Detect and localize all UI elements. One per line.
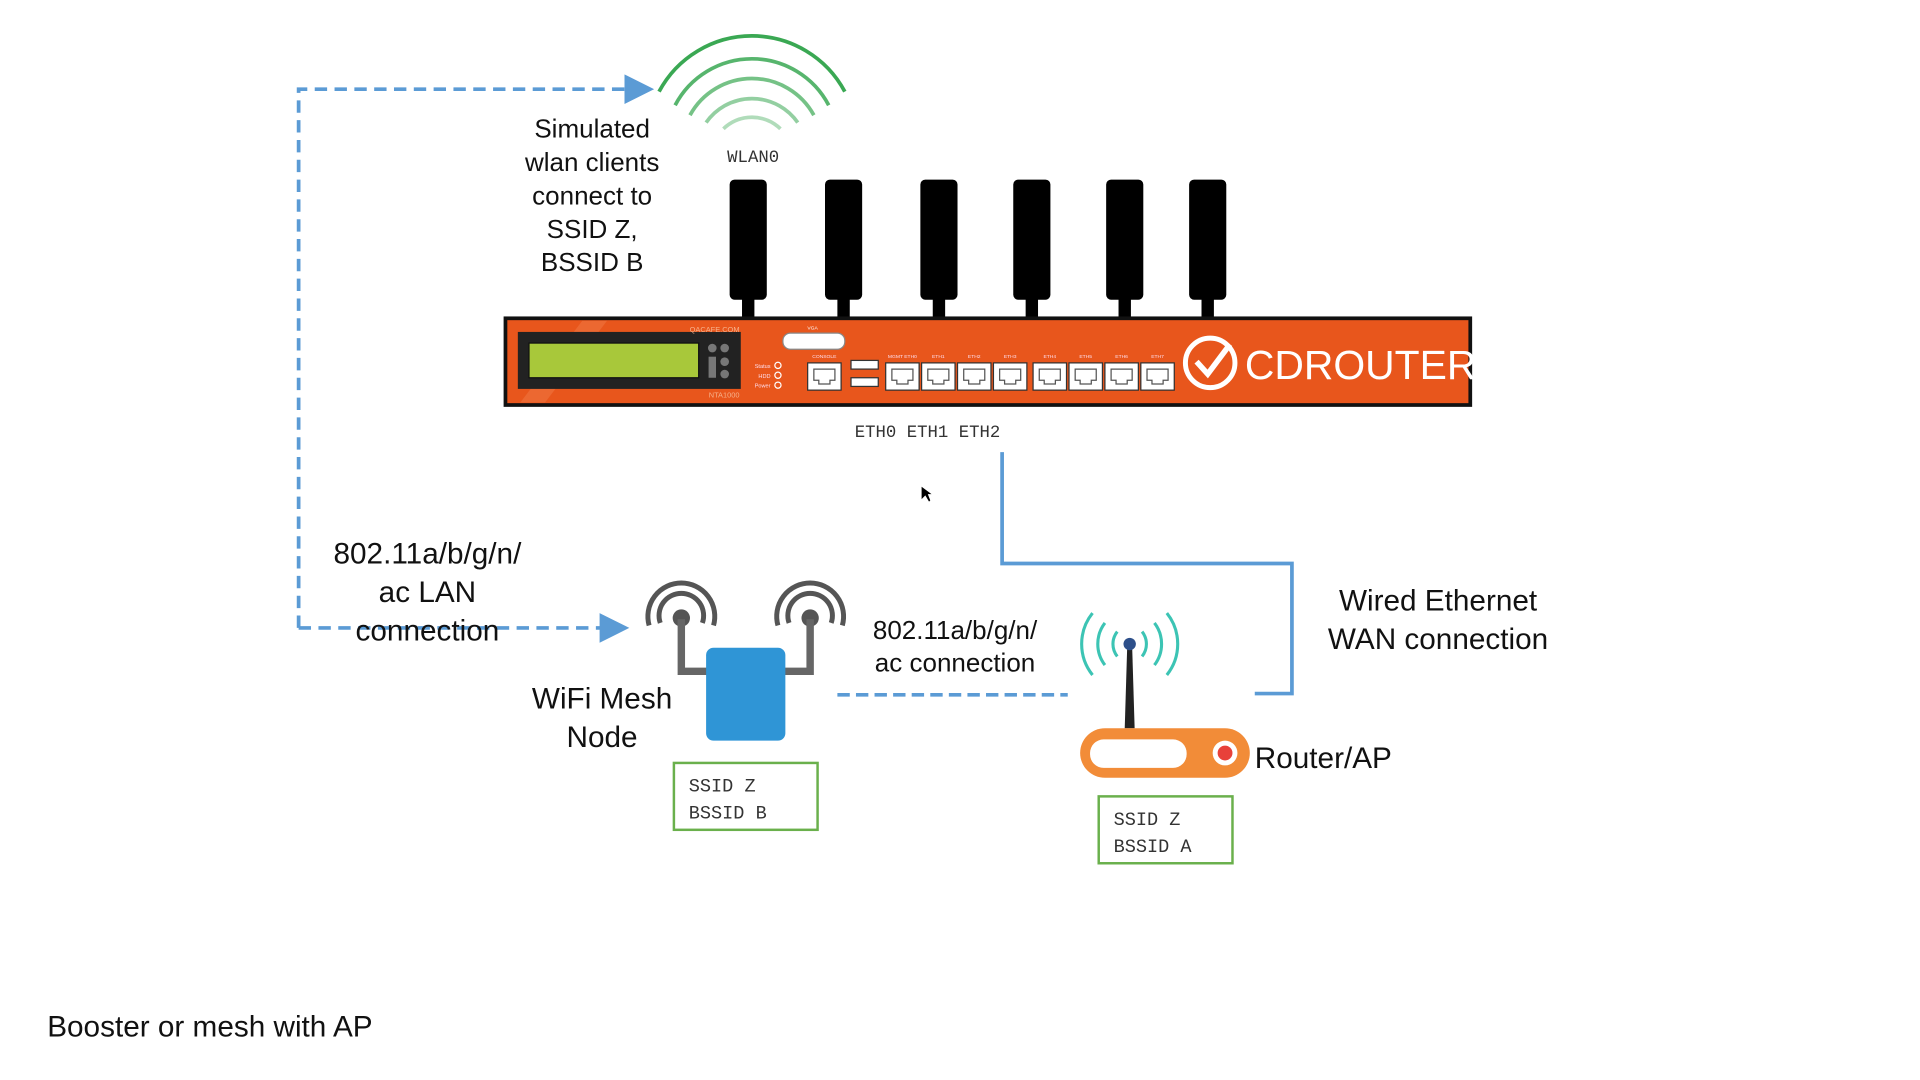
router-bssid: BSSID A [1114, 837, 1193, 858]
usb-port [850, 377, 879, 388]
mesh-node-label: WiFi Mesh [532, 682, 672, 715]
router-ssid-box: SSID Z BSSID A [1097, 795, 1234, 865]
ethernet-port [992, 362, 1028, 391]
cdrouter-antennas [729, 179, 1227, 320]
ethernet-port [1104, 362, 1139, 391]
vga-port [782, 332, 846, 350]
mesh-bssid: BSSID B [689, 804, 767, 825]
slide-caption: Booster or mesh with AP [47, 1011, 372, 1044]
ethernet-port-icon [813, 368, 836, 385]
mesh-connection-line: 802.11a/b/g/n/ [873, 615, 1038, 645]
port-label: ETH2 [968, 354, 981, 360]
mesh-node-icon [645, 580, 847, 741]
led-label: Status [755, 364, 771, 370]
antenna-icon [1013, 179, 1051, 320]
ethernet-port-icon [1110, 368, 1133, 385]
ethernet-port-icon [1146, 368, 1169, 385]
antenna-icon [729, 179, 767, 320]
antenna-icon [920, 179, 958, 320]
ethernet-port [1140, 362, 1175, 391]
wan-link [1000, 452, 1294, 696]
port-label: ETH5 [1079, 354, 1092, 360]
ethernet-port [1032, 362, 1068, 391]
ethernet-port-icon [927, 368, 950, 385]
led-label: Power [755, 384, 771, 390]
ethernet-port [807, 362, 842, 391]
cdrouter-logo-icon [1182, 335, 1238, 391]
simulated-line: connect to [532, 180, 652, 210]
ethernet-port-icon [963, 368, 986, 385]
lan-link-top [296, 74, 655, 628]
lan-connection-line: connection [356, 614, 500, 647]
ethernet-port-icon [1074, 368, 1097, 385]
vendor-label: QACAFE.COM [690, 325, 740, 334]
led-label: HDD [758, 374, 770, 380]
simulated-line: wlan clients [524, 147, 659, 177]
wlan-label: WLAN0 [727, 149, 779, 168]
wlan-wifi-icon [657, 34, 847, 131]
router-label: Router/AP [1255, 742, 1392, 775]
port-label: CONSOLE [812, 354, 837, 360]
ethernet-port-icon [891, 368, 914, 385]
mesh-node-label: Node [567, 721, 638, 754]
lcd-screen [528, 342, 700, 379]
port-label: ETH7 [1151, 354, 1164, 360]
vga-label: VGA [807, 325, 818, 331]
ethernet-port [1068, 362, 1104, 391]
wan-connection-line: WAN connection [1328, 623, 1548, 656]
ethernet-port [956, 362, 992, 391]
mesh-connection-line: ac connection [875, 647, 1035, 677]
eth-labels: ETH0 ETH1 ETH2 [855, 424, 1001, 443]
antenna-icon [1106, 179, 1144, 320]
lan-connection-line: ac LAN [379, 576, 476, 609]
mouse-cursor-icon [921, 486, 932, 502]
simulated-line: Simulated [534, 113, 650, 143]
port-label: MGMT ETH0 [888, 354, 917, 360]
ethernet-port-icon [1038, 368, 1061, 385]
port-label: ETH1 [932, 354, 945, 360]
port-label: ETH3 [1004, 354, 1017, 360]
ethernet-port [885, 362, 920, 391]
port-label: ETH4 [1043, 354, 1056, 360]
simulated-line: BSSID B [541, 247, 644, 277]
usb-port [850, 359, 879, 370]
mesh-ssid: SSID Z [689, 776, 756, 797]
ethernet-port [920, 362, 956, 391]
lan-connection-line: 802.11a/b/g/n/ [334, 538, 523, 571]
wan-connection-line: Wired Ethernet [1339, 585, 1538, 618]
simulated-clients-text: Simulated wlan clients connect to SSID Z… [524, 113, 659, 277]
ethernet-ports: CONSOLE MGMT ETH0 ETH1 ETH2 ETH3 ETH4 ETH5 ETH6… [807, 354, 1175, 391]
router-ssid: SSID Z [1114, 810, 1181, 831]
antenna-icon [1189, 179, 1227, 320]
port-label: ETH6 [1115, 354, 1128, 360]
simulated-line: SSID Z, [547, 214, 638, 244]
router-icon [1080, 612, 1250, 778]
cdrouter-device: QACAFE.COM NTA1000 Status HDD Power VGA … [503, 316, 1477, 407]
antenna-icon [825, 179, 863, 320]
model-label: NTA1000 [709, 391, 740, 400]
brand-logo-text: CDROUTER [1245, 342, 1477, 388]
mesh-ssid-box: SSID Z BSSID B [672, 761, 819, 832]
ethernet-port-icon [999, 368, 1022, 385]
